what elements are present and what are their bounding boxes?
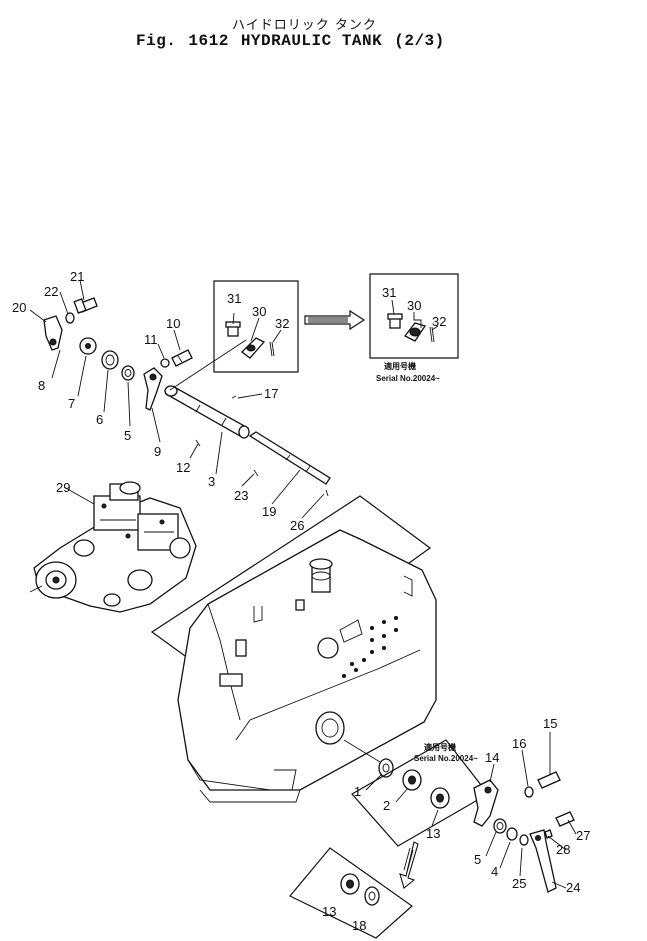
callout-19: 19 [262,504,276,519]
callout-5-upper: 5 [124,428,131,443]
part-28-washer [544,829,553,839]
part-32-pin [269,341,275,357]
callout-14: 14 [485,750,499,765]
part-27-bolt [555,811,575,827]
part-30-block [241,337,266,359]
callout-32-original: 32 [275,316,289,331]
callout-7: 7 [68,396,75,411]
part-name: HYDRAULIC TANK [240,32,383,50]
part-5-bushing-lower [493,818,507,834]
callout-16: 16 [512,736,526,751]
fig-label: Fig. [136,32,177,50]
inset-box-new [369,273,459,359]
sheet-number: (2/3) [394,32,445,50]
callout-21: 21 [70,269,84,284]
part-15-bolt [537,771,561,789]
callout-31-original: 31 [227,291,241,306]
callout-30-original: 30 [252,304,266,319]
part-16-washer [524,786,534,798]
note-bottom-serial: Serial No.20024~ [414,754,478,763]
callout-23: 23 [234,488,248,503]
inset-box-original [213,280,299,373]
arrow-lower [399,841,419,889]
part-20-lever [43,315,63,351]
callout-30-new: 30 [407,298,421,313]
note-top-serial: Serial No.20024~ [376,374,440,383]
part-5-bushing [121,365,135,381]
part-29-pump [29,481,197,613]
part-4-washer [506,827,518,841]
callout-numbers: 21 22 20 8 7 6 5 9 11 10 12 3 17 23 19 2… [12,269,590,933]
callout-26: 26 [290,518,304,533]
part-26-pin [325,489,329,497]
part-22-washer [65,312,75,324]
title-japanese: ハイドロリック タンク [232,18,377,33]
arrow-to-new [304,309,366,331]
callout-27: 27 [576,828,590,843]
callout-25: 25 [512,876,526,891]
callout-6: 6 [96,412,103,427]
callout-31-new: 31 [382,285,396,300]
callout-24: 24 [566,880,580,895]
callout-3: 3 [208,474,215,489]
part-24-lever [529,829,557,893]
callout-1: 1 [354,784,361,799]
part-17-pin [231,395,237,399]
part-19-rod [248,431,331,485]
part-12-pin [195,439,201,447]
part-2-collar [402,769,422,791]
callout-22: 22 [44,284,58,299]
leader-lines [29,279,577,889]
serial-notes: 適用号機 Serial No.20024~ 適用号機 Serial No.200… [376,361,478,763]
part-6-bushing [101,350,119,370]
part-10-bolt [171,349,193,367]
fig-number: 1612 [188,32,229,50]
callout-8: 8 [38,378,45,393]
part-9-arm [143,367,163,411]
callout-20: 20 [12,300,26,315]
callout-12: 12 [176,460,190,475]
part-11-washer [160,358,170,368]
callout-2: 2 [383,798,390,813]
hydraulic-tank [150,495,437,803]
inset-box-lower [351,739,489,847]
callout-29: 29 [56,480,70,495]
figure-title: Fig. 1612 HYDRAULIC TANK (2/3) [136,32,457,50]
part-3-shaft [164,385,250,439]
callout-4: 4 [491,864,498,879]
callout-10: 10 [166,316,180,331]
callout-13-lower: 13 [322,904,336,919]
note-top-jp: 適用号機 [384,361,416,371]
callout-13-upper: 13 [426,826,440,841]
callout-18: 18 [352,918,366,933]
part-14-arm [473,779,499,827]
part-23-pin [253,469,259,477]
callout-32-new: 32 [432,314,446,329]
inset-box-bottom [289,847,413,939]
callout-11: 11 [144,332,158,347]
note-bottom-jp: 適用号機 [424,742,456,752]
callout-5-lower: 5 [474,852,481,867]
callout-15: 15 [543,716,557,731]
callout-9: 9 [154,444,161,459]
part-21-bolt [73,297,98,314]
part-31-bolt [225,321,241,337]
callout-28: 28 [556,842,570,857]
tank-bolt-pattern [341,615,399,679]
callout-17: 17 [264,386,278,401]
part-25-washer [519,834,529,846]
